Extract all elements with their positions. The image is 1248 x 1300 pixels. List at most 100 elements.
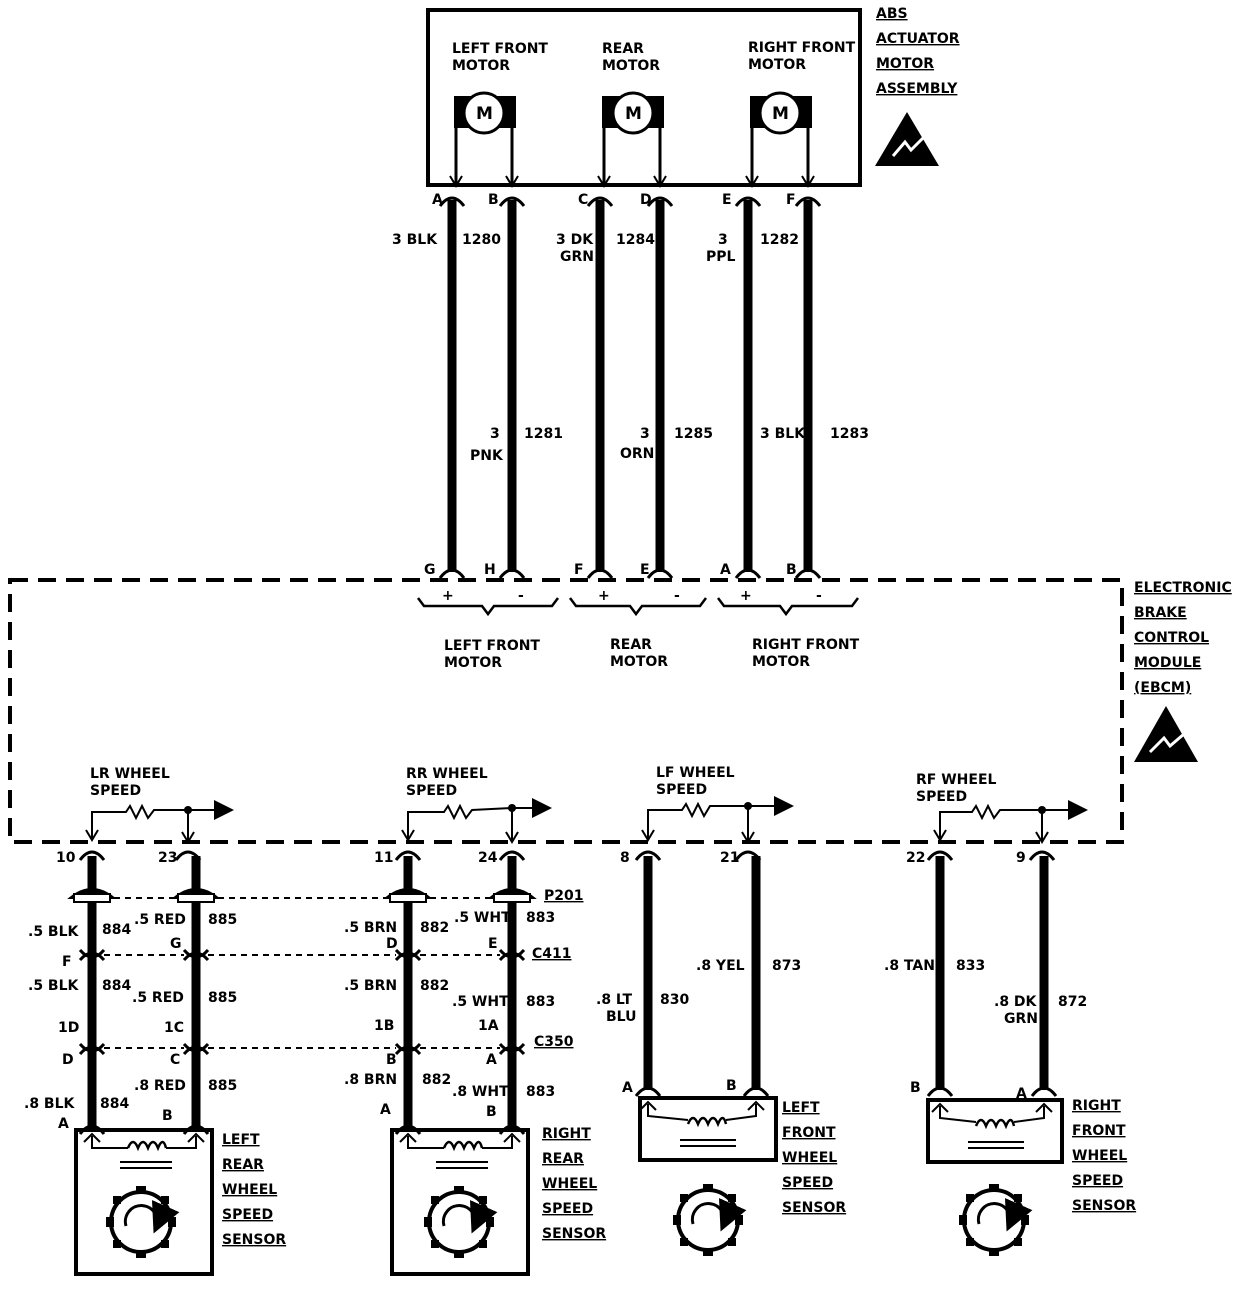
sensor-label: SENSOR — [782, 1200, 846, 1216]
wire-color: .5 WHT — [452, 994, 509, 1010]
connector-pin: 1C — [164, 1020, 184, 1036]
wire-circuit: 885 — [208, 990, 237, 1006]
connector-label: C350 — [534, 1034, 574, 1050]
wire-color: 3 BLK — [392, 232, 438, 248]
motor-symbol: M — [772, 104, 789, 124]
wire-labels-rr-b: .5 WHT 883 E .5 WHT 883 1A A .8 WHT 883 … — [452, 910, 555, 1120]
wire-color: 3 BLK — [760, 426, 806, 442]
sensor-label: LEFT — [782, 1100, 820, 1116]
ebcm-pin: 9 — [1016, 850, 1026, 866]
connector-pin: D — [386, 936, 398, 952]
motor-group-label: RIGHT FRONT — [752, 637, 860, 653]
wire-color: .5 RED — [132, 990, 184, 1006]
motor-symbol: M — [476, 104, 493, 124]
ebcm-pin: H — [484, 562, 496, 578]
wire-color: .8 WHT — [452, 1084, 509, 1100]
wire-color: .5 BRN — [344, 920, 397, 936]
connector-pin: 1B — [374, 1018, 394, 1034]
wire-circuit: 1282 — [760, 232, 799, 248]
motor-right-front: RIGHT FRONT MOTOR M — [745, 40, 856, 188]
wire-circuit: 882 — [422, 1072, 451, 1088]
ebcm-pin: 21 — [720, 850, 739, 866]
actuator-pin: F — [786, 192, 796, 208]
sensor-label: REAR — [542, 1151, 584, 1167]
wire-circuit: 873 — [772, 958, 801, 974]
wire-color: .8 RED — [134, 1078, 186, 1094]
wire-circuit: 1283 — [830, 426, 869, 442]
connector-pin: B — [386, 1052, 397, 1068]
ebcm-boundary — [8, 578, 1124, 844]
wire-circuit: 872 — [1058, 994, 1087, 1010]
sensor-left-rear: LEFT REAR WHEEL SPEED SENSOR — [74, 1128, 286, 1276]
sensor-label: WHEEL — [1072, 1148, 1127, 1164]
polarity-sign: - — [518, 588, 524, 604]
sensor-pin: B — [162, 1108, 173, 1124]
motor-group-label: LEFT FRONT — [444, 638, 540, 654]
sensor-label: SPEED — [222, 1207, 273, 1223]
motor-group-label: MOTOR — [610, 654, 668, 670]
speed-input-lr: LR WHEEL SPEED — [85, 766, 234, 844]
sensor-label: SPEED — [542, 1201, 593, 1217]
actuator-title-line: MOTOR — [876, 56, 934, 72]
ebcm-title-line: MODULE — [1134, 655, 1201, 671]
motor-label: MOTOR — [452, 58, 510, 74]
wire-circuit: 883 — [526, 1084, 555, 1100]
actuator-pin: C — [578, 192, 588, 208]
wire-labels-lf: .8 LT BLU 830 A .8 YEL 873 B — [596, 958, 801, 1096]
wire-color: .8 BLK — [24, 1096, 76, 1112]
wire-color: .8 LT — [596, 992, 633, 1008]
wire-circuit: 882 — [420, 978, 449, 994]
connector-label: P201 — [544, 888, 583, 904]
motor-label: REAR — [602, 41, 644, 57]
connector-c411 — [78, 948, 526, 962]
sensor-right-front: RIGHT FRONT WHEEL SPEED SENSOR — [926, 1098, 1136, 1256]
sensor-label: WHEEL — [782, 1150, 837, 1166]
sensor-pin: A — [58, 1116, 69, 1132]
sensor-pin: A — [622, 1080, 633, 1096]
sensor-label: SENSOR — [222, 1232, 286, 1248]
sensor-label: SENSOR — [1072, 1198, 1136, 1214]
wire-circuit: 885 — [208, 912, 237, 928]
wire-labels-lr-a: .5 BLK 884 F .5 BLK 884 1D D .8 BLK 884 … — [24, 922, 131, 1132]
wire-color: BLU — [606, 1009, 636, 1025]
wire-labels-rr-a: .5 BRN 882 D .5 BRN 882 1B B .8 BRN 882 … — [344, 920, 451, 1118]
connector-c350 — [78, 1042, 526, 1056]
sensor-label: SPEED — [1072, 1173, 1123, 1189]
actuator-pin: D — [640, 192, 652, 208]
ebcm-title-line: ELECTRONIC — [1134, 580, 1232, 596]
speed-input-lf: LF WHEEL SPEED — [641, 765, 794, 844]
wire-color: .8 TAN — [884, 958, 935, 974]
speed-input-rf: RF WHEEL SPEED — [916, 772, 1088, 844]
wire-labels-lr-b: .5 RED 885 G .5 RED 885 1C C .8 RED 885 … — [132, 912, 237, 1124]
wire-color: .5 RED — [134, 912, 186, 928]
esd-warning-icon — [875, 112, 939, 166]
ebcm-title-line: (EBCM) — [1134, 680, 1191, 696]
sensor-label: SPEED — [782, 1175, 833, 1191]
actuator-pin: E — [722, 192, 732, 208]
motor-group-label: REAR — [610, 637, 652, 653]
sensor-pin: B — [486, 1104, 497, 1120]
speed-input-label: SPEED — [916, 789, 967, 805]
ebcm-title-line: CONTROL — [1134, 630, 1209, 646]
sensor-pin: B — [726, 1078, 737, 1094]
speed-input-label: LF WHEEL — [656, 765, 735, 781]
sensor-pin: B — [910, 1080, 921, 1096]
connector-pin: F — [62, 954, 72, 970]
wire-circuit: 833 — [956, 958, 985, 974]
speed-input-label: RF WHEEL — [916, 772, 997, 788]
motor-group-label: MOTOR — [752, 654, 810, 670]
wire-color: PPL — [706, 249, 736, 265]
wire-circuit: 885 — [208, 1078, 237, 1094]
speed-input-label: RR WHEEL — [406, 766, 488, 782]
sensor-label: RIGHT — [542, 1126, 591, 1142]
ebcm-pin: 22 — [906, 850, 925, 866]
connector-pin: E — [488, 936, 498, 952]
wire-circuit: 884 — [102, 978, 131, 994]
motor-label: MOTOR — [748, 57, 806, 73]
ebcm-title: ELECTRONIC BRAKE CONTROL MODULE (EBCM) — [1134, 580, 1232, 696]
ebcm-pin: B — [786, 562, 797, 578]
ebcm-module: ELECTRONIC BRAKE CONTROL MODULE (EBCM) G… — [8, 562, 1232, 866]
connector-label: C411 — [532, 946, 572, 962]
polarity-sign: + — [598, 588, 610, 604]
